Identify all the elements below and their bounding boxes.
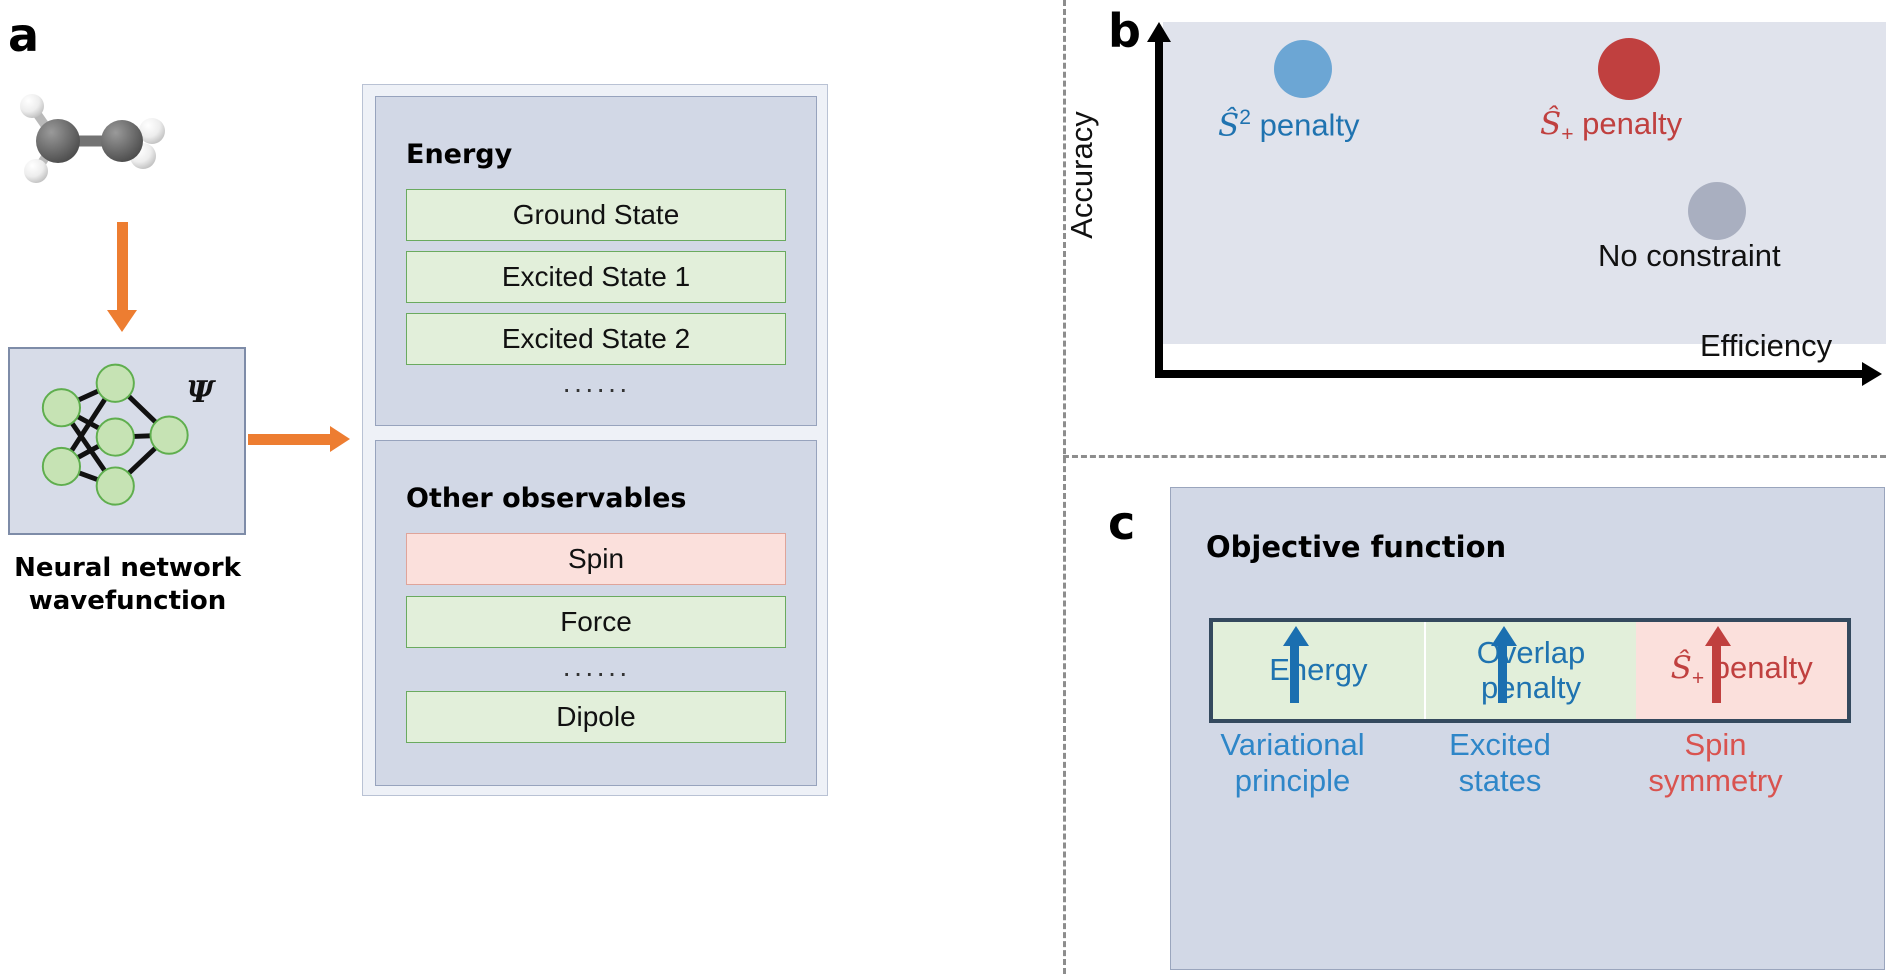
footer-line-2: symmetry: [1648, 763, 1783, 799]
vertical-divider: [1063, 0, 1066, 974]
objective-function-title: Objective function: [1206, 530, 1507, 564]
subscript-plus: +: [1561, 123, 1574, 147]
y-axis-arrowhead: [1147, 22, 1171, 42]
x-axis-arrowhead: [1862, 362, 1882, 386]
x-axis-line: [1155, 370, 1865, 378]
orange-arrow-head-right: [330, 426, 350, 452]
energy-group-title: Energy: [406, 139, 513, 170]
energy-item-ground-state[interactable]: Ground State: [406, 189, 786, 241]
y-axis-line: [1155, 42, 1163, 378]
footer-line-1: Excited: [1449, 726, 1551, 762]
ethylene-molecule-icon: [20, 94, 165, 183]
observable-item-dipole[interactable]: Dipole: [406, 691, 786, 743]
bubble-s2-penalty[interactable]: [1274, 40, 1332, 98]
bubble-splus-penalty[interactable]: [1598, 38, 1660, 100]
psi-symbol: Ψ: [186, 375, 214, 410]
arrow-head-spin-symmetry: [1705, 626, 1731, 646]
observable-item-force[interactable]: Force: [406, 596, 786, 648]
horizontal-divider: [1063, 455, 1886, 458]
footer-line-1: Spin: [1684, 726, 1747, 762]
s-hat-symbol: Ŝ: [1218, 107, 1240, 144]
orange-arrow-shaft-down: [117, 222, 128, 314]
energy-group: Energy Ground State Excited State 1 Exci…: [375, 96, 817, 426]
arrow-shaft-spin-symmetry: [1712, 645, 1721, 703]
penalty-text: penalty: [1250, 107, 1360, 143]
observables-card: Energy Ground State Excited State 1 Exci…: [362, 84, 828, 796]
arrow-head-excited-states: [1491, 626, 1517, 646]
caption-line-1: Neural network: [14, 553, 241, 583]
arrow-shaft-excited-states: [1498, 645, 1507, 703]
term-energy-label: Energy: [1269, 652, 1368, 688]
accuracy-efficiency-plot-area: [1163, 22, 1886, 344]
other-observables-ellipsis: ······: [562, 657, 630, 688]
arrow-shaft-variational-principle: [1290, 645, 1299, 703]
footer-line-1: Variational: [1220, 726, 1365, 762]
penalty-text: penalty: [1573, 106, 1683, 141]
term-splus-penalty-label: Ŝ+ penalty: [1670, 649, 1813, 690]
footer-line-2: principle: [1234, 763, 1351, 799]
neural-network-box: Ψ: [8, 347, 246, 535]
other-observables-title: Other observables: [406, 483, 687, 514]
arrow-head-variational-principle: [1283, 626, 1309, 646]
footer-line-2: states: [1458, 763, 1542, 799]
x-axis-label: Efficiency: [1700, 328, 1833, 363]
orange-arrow-head-down: [107, 310, 137, 332]
caption-line-2: wavefunction: [28, 585, 227, 616]
superscript-2: 2: [1239, 106, 1251, 129]
label-splus-penalty: Ŝ+ penalty: [1540, 106, 1682, 147]
neural-network-graph: [41, 363, 189, 506]
energy-item-excited-state-2[interactable]: Excited State 2: [406, 313, 786, 365]
orange-arrow-shaft-right: [248, 434, 332, 445]
energy-ellipsis: ······: [562, 373, 630, 404]
panel-label-a: a: [8, 8, 40, 62]
term-splus-penalty[interactable]: Ŝ+ penalty: [1636, 622, 1848, 719]
panel-label-b: b: [1108, 4, 1141, 58]
panel-label-c: c: [1108, 496, 1136, 550]
energy-item-excited-state-1[interactable]: Excited State 1: [406, 251, 786, 303]
term-energy[interactable]: Energy: [1213, 622, 1426, 719]
label-no-constraint: No constraint: [1598, 238, 1781, 273]
observable-item-spin[interactable]: Spin: [406, 533, 786, 585]
s-hat-symbol: Ŝ: [1540, 106, 1562, 142]
bubble-no-constraint[interactable]: [1688, 182, 1746, 240]
other-observables-group: Other observables Spin Force ······ Dipo…: [375, 440, 817, 786]
label-s2-penalty: Ŝ2 penalty: [1218, 106, 1360, 143]
y-axis-label: Accuracy: [1064, 111, 1099, 239]
